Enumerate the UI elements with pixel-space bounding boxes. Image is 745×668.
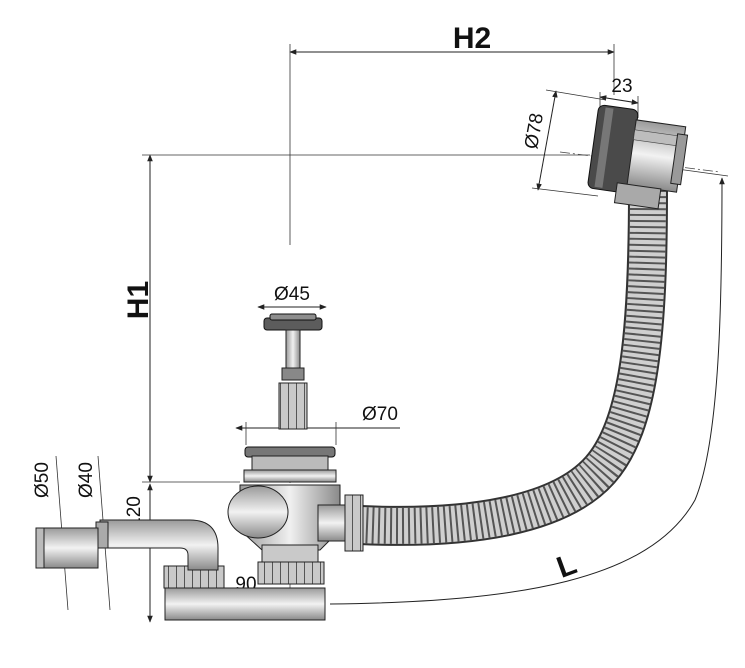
overflow-head <box>587 104 689 210</box>
l-label: L <box>552 547 581 584</box>
d50-label: Ø50 <box>32 462 53 498</box>
plug-assembly <box>263 313 323 430</box>
d40-label: Ø40 <box>76 462 97 498</box>
h1-dimension: H1 <box>122 154 590 483</box>
h2-label: H2 <box>453 22 491 55</box>
d23-label: 23 <box>611 76 632 97</box>
h2-dimension: H2 <box>289 22 615 245</box>
d78-label: Ø78 <box>521 112 548 151</box>
d70-label: Ø70 <box>362 404 398 425</box>
flexible-hose <box>359 189 668 546</box>
drain-body <box>163 446 364 621</box>
height-120-dimension: 120 <box>124 483 153 623</box>
h1-label: H1 <box>122 281 155 319</box>
d45-label: Ø45 <box>274 284 310 305</box>
drain-70-dimension: Ø70 <box>235 404 400 445</box>
outlet-elbow <box>35 519 219 571</box>
plug-45-dimension: Ø45 <box>257 284 327 310</box>
